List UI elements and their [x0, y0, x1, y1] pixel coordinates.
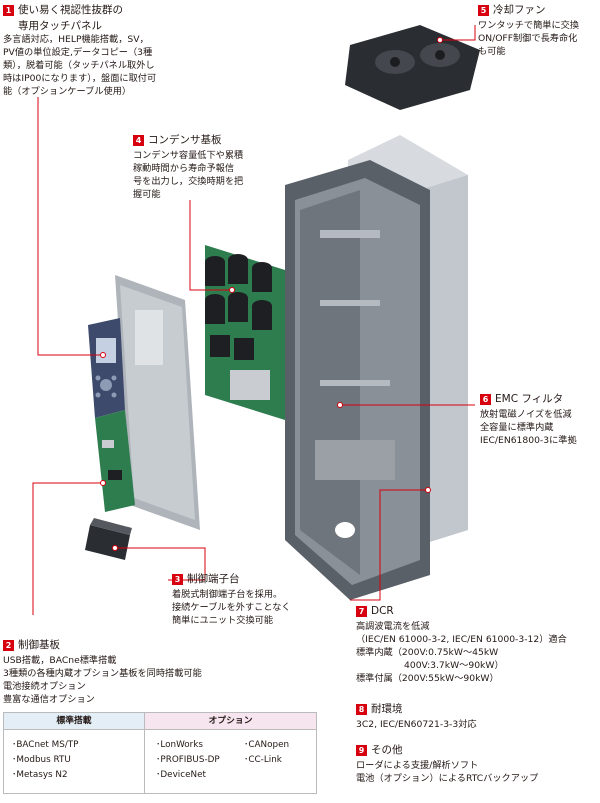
callout-text: 標準付属（200V:55kW～90kW）: [356, 673, 499, 684]
callout-title: 耐環境: [371, 703, 403, 715]
callout-text: ON/OFF制御で長寿命化: [478, 33, 578, 44]
list-item: ･LonWorks: [156, 740, 203, 750]
option-list-b: ･CANopen ･CC-Link: [244, 738, 289, 768]
list-item: ･CANopen: [244, 740, 290, 750]
callout-control-board: 2 制御基板 USB搭載，BACne標準搭載 3種類の各種内蔵オプション基板を同時…: [3, 638, 202, 706]
callout-text: USB搭載，BACne標準搭載: [3, 655, 117, 666]
callout-title: その他: [371, 744, 403, 756]
callout-text: IEC/EN61800-3に準拠: [480, 435, 577, 446]
option-header: オプション: [145, 713, 316, 729]
list-item: ･DeviceNet: [156, 770, 206, 780]
callout-number: 1: [3, 4, 14, 16]
cooling-fan-image: [345, 25, 480, 110]
callout-text: 400V:3.7kW～90kW）: [404, 660, 504, 671]
callout-text: ローダによる支援/解析ソフト: [356, 760, 479, 771]
callout-text: 類），脱着可能（タッチパネル取外し: [3, 60, 155, 71]
callout-number: 6: [480, 393, 491, 405]
callout-text: コンデンサ容量低下や累積: [133, 150, 244, 161]
callout-title: 使い易く視認性抜群の: [18, 4, 123, 16]
mounting-frame-image: [115, 275, 200, 530]
callout-title: 制御端子台: [187, 573, 240, 585]
callout-text: 放射電磁ノイズを低減: [480, 409, 572, 420]
callout-number: 4: [133, 134, 144, 146]
callout-text: 3種類の各種内蔵オプション基板を同時搭載可能: [3, 668, 202, 679]
callout-cooling-fan: 5 冷却ファン ワンタッチで簡単に交換 ON/OFF制御で長寿命化 も可能: [478, 3, 579, 58]
callout-text: 高調波電流を低減: [356, 621, 430, 632]
callout-text: 時はIP00になります），盤面に取付可: [3, 73, 157, 84]
list-item: ･Metasys N2: [12, 770, 68, 780]
callout-text: 電池（オプション）によるRTCバックアップ: [356, 773, 539, 784]
callout-environment: 8 耐環境 3C2, IEC/EN60721-3-3対応: [356, 702, 477, 731]
callout-text: 簡単にユニット交換可能: [172, 615, 274, 626]
callout-text: 稼動時間から寿命予報信: [133, 163, 235, 174]
callout-text: 着脱式制御端子台を採用。: [172, 589, 283, 600]
callout-title: EMC フィルタ: [495, 393, 564, 405]
leader-lines: [32, 25, 476, 615]
terminal-block-image: [85, 518, 132, 560]
standard-header: 標準搭載: [4, 713, 145, 729]
list-item: ･PROFIBUS-DP: [156, 755, 220, 765]
callout-emc-filter: 6 EMC フィルタ 放射電磁ノイズを低減 全容量に標準内蔵 IEC/EN6180…: [480, 392, 577, 447]
standard-list: ･BACnet MS/TP ･Modbus RTU ･Metasys N2: [12, 738, 79, 783]
callout-text: ワンタッチで簡単に交換: [478, 20, 580, 31]
callout-title: DCR: [371, 605, 394, 617]
callout-text: 全容量に標準内蔵: [480, 422, 554, 433]
callout-text: 豊富な通信オプション: [3, 694, 95, 705]
callout-text: 能（オプションケーブル使用）: [3, 86, 132, 97]
callout-number: 3: [172, 573, 183, 585]
callout-title: コンデンサ基板: [148, 134, 222, 146]
callout-text: 標準内蔵（200V:0.75kW～45kW: [356, 647, 499, 658]
callout-number: 5: [478, 4, 489, 16]
callout-title: 冷却ファン: [493, 4, 546, 16]
leader-dots: [100, 37, 443, 551]
callout-capacitor-board: 4 コンデンサ基板 コンデンサ容量低下や累積 稼動時間から寿命予報信 号を出力し，…: [133, 133, 243, 201]
callout-text: 握可能: [133, 189, 161, 200]
callout-number: 7: [356, 605, 367, 617]
capacitor-board-image: [205, 245, 285, 420]
callout-number: 2: [3, 639, 14, 651]
list-item: ･Modbus RTU: [12, 755, 71, 765]
inverter-housing-image: [285, 160, 430, 600]
callout-text: 電池接続オプション: [3, 681, 86, 692]
callout-text: 多言語対応，HELP機能搭載，SV，: [3, 34, 149, 45]
callout-title: 制御基板: [18, 639, 60, 651]
control-board-image: [95, 410, 135, 512]
callout-title-line2: 専用タッチパネル: [18, 20, 102, 32]
callout-others: 9 その他 ローダによる支援/解析ソフト 電池（オプション）によるRTCバックアッ…: [356, 743, 538, 785]
callout-text: 号を出力し，交換時期を把: [133, 176, 244, 187]
callout-text: も可能: [478, 46, 506, 57]
communication-options-table: 標準搭載 オプション ･BACnet MS/TP ･Modbus RTU ･Me…: [3, 712, 317, 794]
callout-text: PV値の単位設定,データコピー（3種: [3, 47, 153, 58]
callout-text: 3C2, IEC/EN60721-3-3対応: [356, 719, 477, 730]
callout-text: （IEC/EN 61000-3-2, IEC/EN 61000-3-12）適合: [356, 634, 567, 645]
touch-panel-image: [88, 318, 125, 418]
list-item: ･BACnet MS/TP: [12, 740, 79, 750]
callout-dcr: 7 DCR 高調波電流を低減 （IEC/EN 61000-3-2, IEC/EN …: [356, 604, 567, 685]
option-list-a: ･LonWorks ･PROFIBUS-DP ･DeviceNet: [156, 738, 220, 783]
callout-number: 8: [356, 703, 367, 715]
callout-control-terminal: 3 制御端子台 着脱式制御端子台を採用。 接続ケーブルを外すことなく 簡単にユニッ…: [172, 572, 291, 627]
list-item: ･CC-Link: [244, 755, 282, 765]
callout-number: 9: [356, 744, 367, 756]
callout-text: 接続ケーブルを外すことなく: [172, 602, 291, 613]
